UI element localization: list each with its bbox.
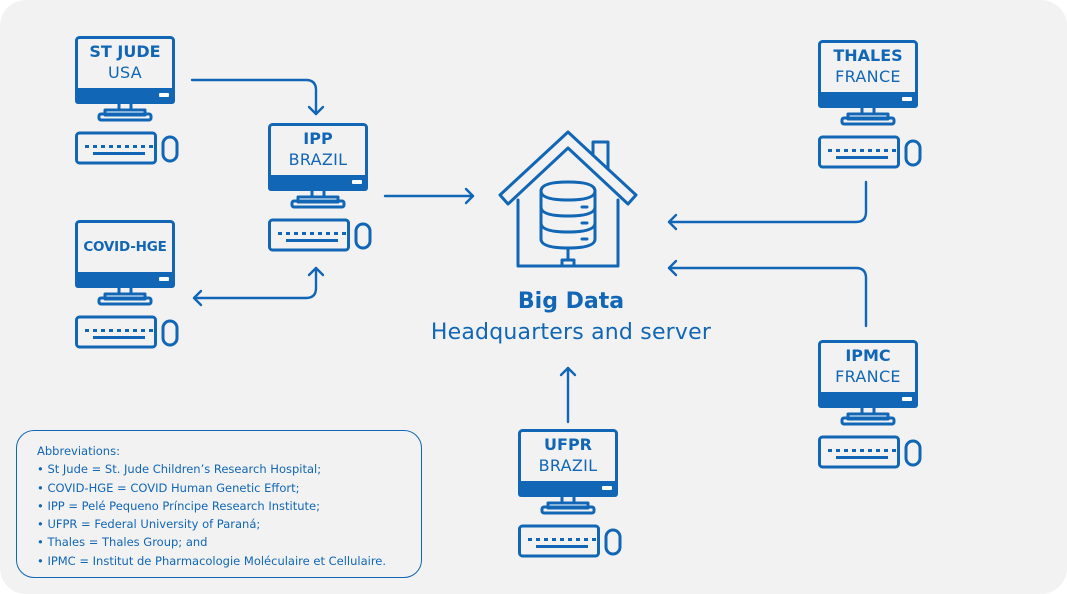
arrowhead-hub-bottom [559, 366, 577, 377]
abbreviation-item: • COVID-HGE = COVID Human Genetic Effort… [37, 480, 300, 495]
abbreviation-item: • UFPR = Federal University of Paraná; [37, 517, 261, 532]
station-name: COVID-HGE [83, 239, 167, 255]
connector-ipmc-hub [667, 266, 868, 328]
hub-subtitle: Headquarters and server [430, 320, 712, 345]
abbreviation-item: • IPP = Pelé Pequeno Príncipe Research I… [37, 498, 320, 513]
computer-icon [75, 36, 179, 165]
hub-title: Big Data [517, 289, 625, 314]
station-name: IPMC [845, 346, 891, 365]
abbreviation-item: • Thales = Thales Group; and [37, 535, 208, 550]
station-thales: THALES FRANCE [818, 40, 938, 174]
station-ipmc: IPMC FRANCE [818, 340, 938, 474]
connector-thales-hub [667, 180, 868, 224]
computer-icon [268, 123, 372, 252]
arrowhead-hub-right-2 [667, 259, 678, 277]
station-ipp: IPP BRAZIL [268, 123, 388, 257]
station-ufpr: UFPR BRAZIL [518, 429, 638, 563]
abbreviations-heading: Abbreviations: [37, 444, 120, 458]
station-name: ST JUDE [89, 42, 161, 61]
arrowhead-ipp-top [307, 105, 325, 116]
house-database-server-icon [498, 130, 638, 268]
arrowhead-hub-right-1 [667, 213, 678, 231]
abbreviations-box: Abbreviations: • St Jude = St. Jude Chil… [16, 430, 422, 578]
arrowhead-hub-left [464, 187, 475, 205]
computer-icon [818, 40, 922, 169]
station-country: FRANCE [835, 367, 901, 386]
connector-ipp-covid [192, 266, 318, 300]
station-name: THALES [833, 46, 903, 65]
connector-stjude-ipp [190, 78, 318, 116]
station-name: IPP [303, 129, 333, 148]
arrowhead-covid [192, 289, 203, 307]
station-covid-hge: COVID-HGE [75, 220, 195, 354]
arrowhead-ipp-bottom [307, 266, 325, 277]
station-st-jude: ST JUDE USA [75, 36, 195, 170]
computer-icon [518, 429, 622, 558]
station-country: BRAZIL [538, 456, 598, 475]
station-name: UFPR [544, 435, 592, 454]
station-country: USA [107, 63, 142, 82]
computer-icon [75, 220, 179, 349]
computer-icon [818, 340, 922, 469]
abbreviation-item: • St Jude = St. Jude Children’s Research… [37, 462, 322, 477]
abbreviation-item: • IPMC = Institut de Pharmacologie Moléc… [37, 553, 387, 568]
station-country: BRAZIL [288, 150, 348, 169]
station-country: FRANCE [835, 67, 901, 86]
